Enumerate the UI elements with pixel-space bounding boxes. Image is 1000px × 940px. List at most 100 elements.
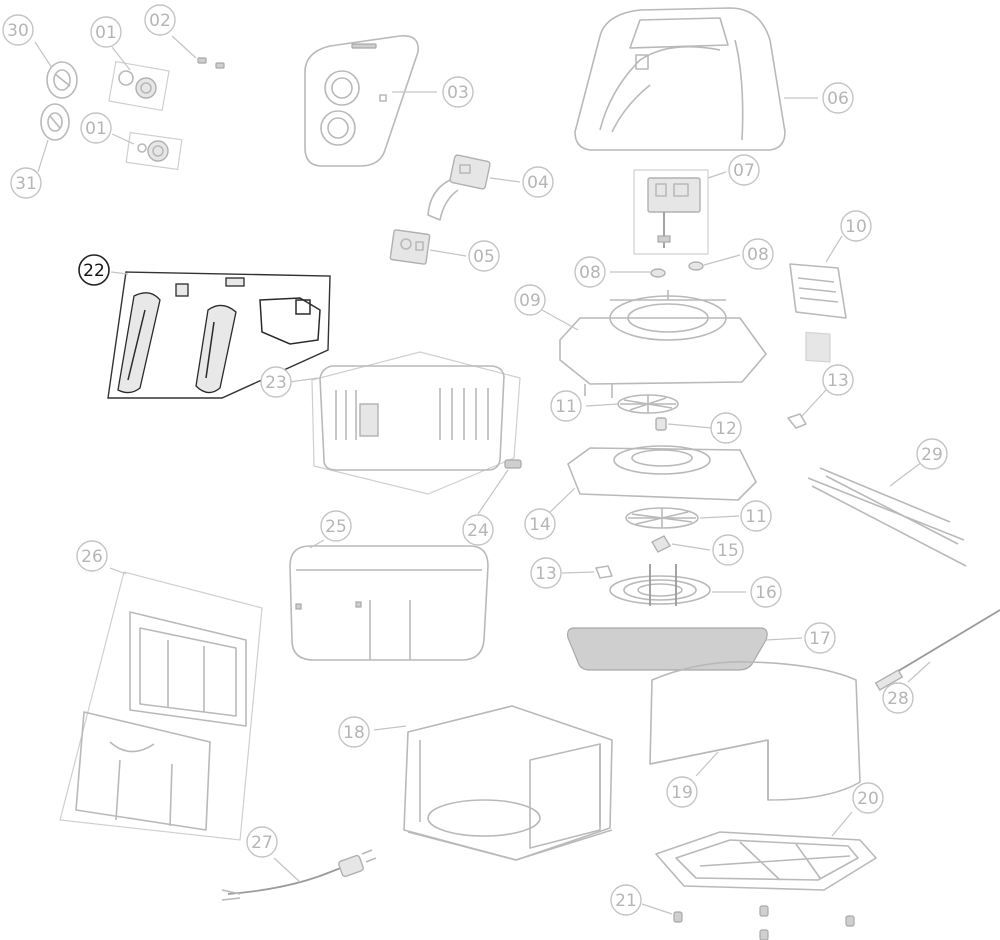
callout-label: 17 bbox=[809, 629, 831, 649]
callout-label: 24 bbox=[467, 521, 489, 541]
callout-28: 28 bbox=[882, 682, 914, 714]
callout-circle bbox=[90, 16, 122, 48]
callout-label: 10 bbox=[845, 217, 867, 237]
callout-circle bbox=[742, 238, 774, 270]
callout-label: 02 bbox=[149, 11, 171, 31]
callout-13a: 13 bbox=[822, 364, 854, 396]
part-08-washers bbox=[650, 261, 704, 278]
part-01-switch-a bbox=[108, 60, 170, 112]
callout-circle bbox=[246, 826, 278, 858]
callout-label: 13 bbox=[535, 564, 557, 584]
part-03-control-panel bbox=[304, 35, 419, 167]
part-26-front-door bbox=[59, 571, 263, 841]
part-27-power-cord bbox=[221, 849, 377, 901]
callout-08b: 08 bbox=[742, 238, 774, 270]
callout-16: 16 bbox=[750, 576, 782, 608]
callout-22: 22 bbox=[78, 254, 110, 286]
callout-circle bbox=[338, 716, 370, 748]
callout-26: 26 bbox=[76, 540, 108, 572]
part-07-motor bbox=[633, 169, 709, 255]
callout-circle bbox=[78, 254, 110, 286]
callout-18: 18 bbox=[338, 716, 370, 748]
callout-02: 02 bbox=[144, 4, 176, 36]
callout-circle bbox=[574, 256, 606, 288]
part-02-screws bbox=[197, 57, 225, 69]
callout-circle bbox=[840, 210, 872, 242]
callout-label: 11 bbox=[555, 397, 577, 417]
part-15-nut bbox=[651, 535, 671, 553]
callout-circle bbox=[10, 167, 42, 199]
callout-circle bbox=[442, 76, 474, 108]
callout-01a: 01 bbox=[90, 16, 122, 48]
callout-circle bbox=[260, 366, 292, 398]
part-19-rear-shell bbox=[649, 661, 861, 801]
callout-05: 05 bbox=[468, 240, 500, 272]
callout-19: 19 bbox=[666, 776, 698, 808]
callout-circle bbox=[728, 154, 760, 186]
callout-label: 01 bbox=[85, 119, 107, 139]
callout-circle bbox=[882, 682, 914, 714]
callout-label: 30 bbox=[7, 21, 29, 41]
leader-lines bbox=[34, 35, 931, 915]
callout-circle bbox=[740, 500, 772, 532]
callout-label: 27 bbox=[251, 833, 273, 853]
callout-label: 01 bbox=[95, 23, 117, 43]
callout-label: 06 bbox=[827, 89, 849, 109]
callout-label: 07 bbox=[733, 161, 755, 181]
callout-03: 03 bbox=[442, 76, 474, 108]
part-31-knob bbox=[40, 103, 70, 141]
callout-label: 13 bbox=[827, 371, 849, 391]
callout-circle bbox=[320, 510, 352, 542]
part-28-probe bbox=[874, 609, 1000, 691]
part-29-wiring bbox=[807, 467, 967, 567]
callout-11b: 11 bbox=[740, 500, 772, 532]
callout-label: 19 bbox=[671, 783, 693, 803]
callout-circle bbox=[852, 782, 884, 814]
callout-circle bbox=[822, 82, 854, 114]
callout-15: 15 bbox=[712, 534, 744, 566]
part-20-base bbox=[655, 831, 877, 891]
callout-label: 15 bbox=[717, 541, 739, 561]
part-11-fan-lower bbox=[625, 507, 699, 529]
callout-circle bbox=[916, 438, 948, 470]
callout-04: 04 bbox=[522, 166, 554, 198]
callout-label: 09 bbox=[519, 291, 541, 311]
part-13-clip-lower bbox=[595, 565, 613, 579]
part-09-mounting-plate bbox=[559, 290, 767, 398]
callout-14: 14 bbox=[524, 508, 556, 540]
callout-label: 21 bbox=[615, 891, 637, 911]
callout-label: 18 bbox=[343, 723, 365, 743]
part-25-pan bbox=[289, 545, 489, 661]
callout-label: 08 bbox=[579, 263, 601, 283]
callout-label: 14 bbox=[529, 515, 551, 535]
callout-label: 26 bbox=[81, 547, 103, 567]
callout-label: 11 bbox=[745, 507, 767, 527]
callout-circle bbox=[514, 284, 546, 316]
callout-06: 06 bbox=[822, 82, 854, 114]
callout-25: 25 bbox=[320, 510, 352, 542]
callout-29: 29 bbox=[916, 438, 948, 470]
callout-27: 27 bbox=[246, 826, 278, 858]
callout-circle bbox=[550, 390, 582, 422]
callout-circle bbox=[666, 776, 698, 808]
callout-circle bbox=[462, 514, 494, 546]
callout-label: 31 bbox=[15, 174, 37, 194]
callout-label: 20 bbox=[857, 789, 879, 809]
callout-label: 29 bbox=[921, 445, 943, 465]
part-12-sleeve bbox=[655, 417, 667, 431]
callout-13b: 13 bbox=[530, 557, 562, 589]
part-22-handle-assembly bbox=[107, 271, 331, 399]
callout-circle bbox=[822, 364, 854, 396]
callout-12: 12 bbox=[710, 412, 742, 444]
callout-circle bbox=[468, 240, 500, 272]
callout-circle bbox=[712, 534, 744, 566]
callout-circle bbox=[530, 557, 562, 589]
part-16-heating-element bbox=[609, 564, 711, 606]
callout-17: 17 bbox=[804, 622, 836, 654]
callout-circle bbox=[804, 622, 836, 654]
part-30-knob bbox=[46, 61, 78, 99]
callout-circle bbox=[76, 540, 108, 572]
callout-circle bbox=[750, 576, 782, 608]
